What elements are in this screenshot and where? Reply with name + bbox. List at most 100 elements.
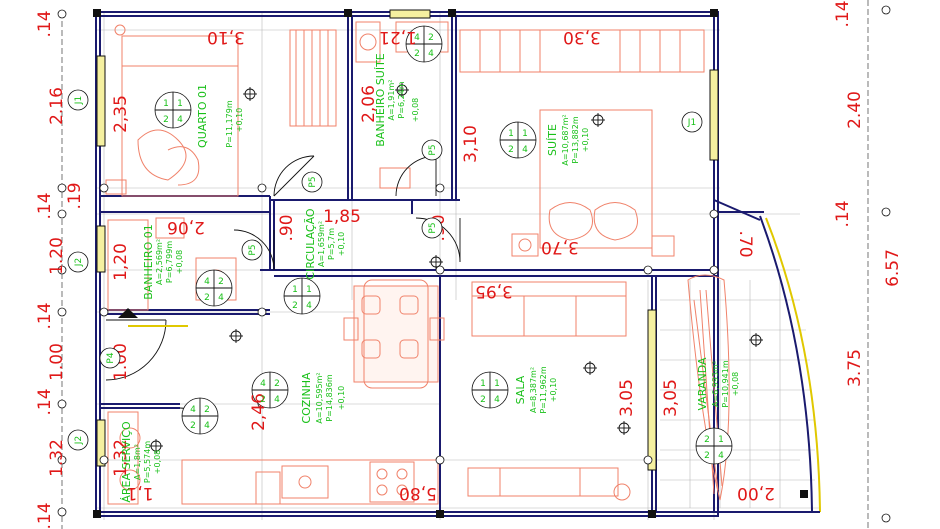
room-level: +0,10 <box>549 378 558 403</box>
dining-furniture <box>343 279 445 389</box>
code-sala-b: 1 <box>494 379 500 389</box>
dim-left-5: 1.20 <box>47 237 67 275</box>
dim-hall-90: .90 <box>277 214 297 241</box>
code-banh-b: 2 <box>218 277 224 287</box>
room-name: SUÍTE <box>546 124 559 156</box>
dim-left-7: 1.00 <box>47 343 67 381</box>
level-markers <box>149 83 763 453</box>
dim-total-width: 5,80 <box>399 483 437 503</box>
room-perim: P=11,179m <box>225 100 234 148</box>
dim-left-6: .14 <box>35 302 55 329</box>
dim-left-3: .19 <box>65 182 85 209</box>
code-serv-c: 2 <box>190 421 196 431</box>
dim-right-2: 2.40 <box>845 91 865 129</box>
room-level: +0,08 <box>153 450 162 475</box>
code-bs-a: 4 <box>414 33 420 43</box>
room-name: ÁREA SERVIÇO <box>120 421 133 503</box>
label-circulacao: CIRCULAÇÃO A=1,659m² P=5,7m +0,10 <box>304 208 346 279</box>
label-banheiro: BANHEIRO 01 A=2,569m² P=6,799m +0,08 <box>142 224 184 300</box>
code-coz-c: 2 <box>260 395 266 405</box>
code-suite-d: 4 <box>522 145 528 155</box>
code-coz-a: 4 <box>260 379 266 389</box>
code-quarto-b: 1 <box>177 99 183 109</box>
label-area-servico: ÁREA SERVIÇO A=1,8m² P=5,574m +0,08 <box>120 421 162 503</box>
column-markers <box>57 5 891 523</box>
window-tag-j2-1: J2 <box>74 258 84 267</box>
dim-suite-depth: 3,10 <box>461 125 481 163</box>
code-banh-a: 4 <box>204 277 210 287</box>
code-coz-d: 4 <box>274 395 280 405</box>
code-sala-c: 2 <box>480 395 486 405</box>
dim-hall-width: 1,85 <box>323 207 361 227</box>
dim-left-8: .14 <box>35 388 55 415</box>
room-perim: P=10,941m <box>721 360 730 408</box>
room-area: A=1,8m² <box>133 444 142 480</box>
dim-left-10: .14 <box>35 502 55 529</box>
servico-furniture <box>107 411 141 505</box>
room-area: A=6,993m² <box>711 361 720 407</box>
room-perim: P=11,962m <box>539 366 548 414</box>
right-dimensions: .14 2.40 .14 3.75 6.57 <box>833 0 903 386</box>
code-coz-b: 2 <box>274 379 280 389</box>
room-widths: 3,10 1,21 3,30 3,70 2,06 3,95 5,80 2,00 … <box>126 27 774 503</box>
door-tag-p5-4: P5 <box>428 222 438 233</box>
room-dimensions: 2,35 2,06 3,10 1,20 1.00 1,32 .90 .90 2,… <box>111 85 755 477</box>
room-name: BANHEIRO SUÍTE <box>374 53 387 147</box>
room-level: +0,08 <box>731 372 740 397</box>
dim-cozinha-depth: 2,46 <box>249 393 269 431</box>
room-perim: P=6,799m <box>165 241 174 283</box>
code-var-d: 4 <box>718 451 724 461</box>
code-sala-a: 1 <box>480 379 486 389</box>
dim-sala-width: 3,95 <box>475 281 513 301</box>
code-circ-a: 1 <box>292 285 298 295</box>
code-circ-c: 2 <box>292 301 298 311</box>
suite-furniture <box>459 29 705 257</box>
dim-suite-side: .70 <box>735 230 755 257</box>
room-codes: 1 1 2 4 4 2 2 4 1 1 2 4 4 2 2 4 1 1 2 4 … <box>163 33 724 461</box>
room-area: A=8,387m² <box>529 367 538 413</box>
code-serv-a: 4 <box>190 405 196 415</box>
code-banh-c: 2 <box>204 293 210 303</box>
dim-banheiro-depth: 1,20 <box>111 243 131 281</box>
window-tag-j1-left: J1 <box>74 96 84 105</box>
label-cozinha: COZINHA A=10,595m² P=14,836m +0,10 <box>300 372 346 424</box>
code-quarto-c: 2 <box>163 115 169 125</box>
room-code-bubbles <box>154 25 733 465</box>
dim-left-2: 2.16 <box>47 87 67 125</box>
dim-quarto-width: 3,10 <box>207 27 245 47</box>
kitchen-furniture <box>181 459 439 505</box>
dim-left-9: 1.32 <box>47 439 67 477</box>
veranda-curve <box>656 215 821 513</box>
room-name: QUARTO 01 <box>196 84 209 148</box>
label-quarto: QUARTO 01 P=11,179m +0,10 <box>196 84 244 148</box>
room-area: A=1,659m² <box>317 221 326 267</box>
room-name: BANHEIRO 01 <box>142 224 155 300</box>
room-perim: P=5,574m <box>143 441 152 483</box>
code-var-b: 1 <box>718 435 724 445</box>
code-suite-b: 1 <box>522 129 528 139</box>
dim-suite-width: 3,30 <box>563 27 601 47</box>
dim-left-1: .14 <box>35 10 55 37</box>
dim-right-3: .14 <box>833 200 853 227</box>
dim-varanda-width: 2,00 <box>737 483 775 503</box>
dim-banheiro-width: 2,06 <box>167 217 205 237</box>
room-name: COZINHA <box>300 372 313 424</box>
room-perim: P=6,24m <box>397 81 406 118</box>
room-area: A=10,687m² <box>561 114 570 165</box>
tv-rack-furniture <box>467 467 631 501</box>
code-var-c: 2 <box>704 451 710 461</box>
code-suite-c: 2 <box>508 145 514 155</box>
code-suite-a: 1 <box>508 129 514 139</box>
dim-servico-depth: 1,32 <box>111 439 131 477</box>
code-quarto-d: 4 <box>177 115 183 125</box>
code-quarto-a: 1 <box>163 99 169 109</box>
room-labels: QUARTO 01 P=11,179m +0,10 BANHEIRO SUÍTE… <box>120 53 740 502</box>
room-perim: P=5,7m <box>327 228 336 260</box>
code-bs-d: 4 <box>428 49 434 59</box>
room-area: A=2,569m² <box>155 239 164 285</box>
room-name: SALA <box>514 375 527 404</box>
dim-banhsuite-depth: 2,06 <box>359 85 379 123</box>
dim-varanda-depth: 3,05 <box>661 379 681 417</box>
